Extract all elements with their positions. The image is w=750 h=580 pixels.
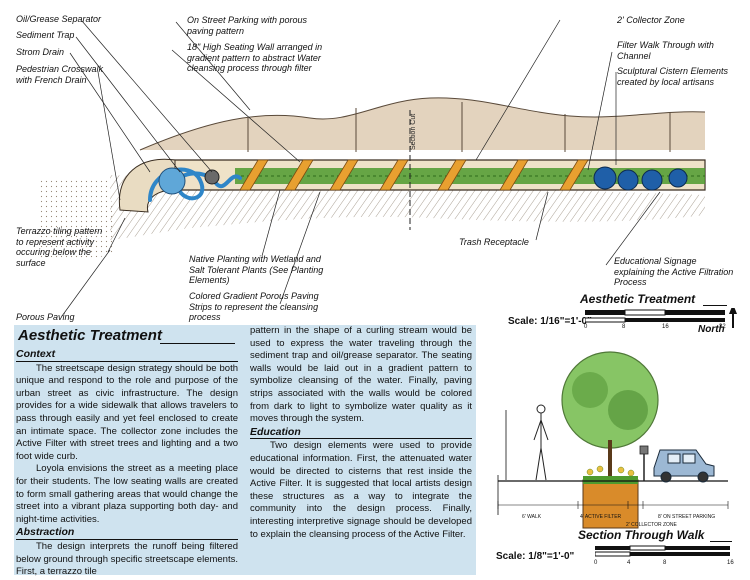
label-collector-zone: 2' Collector Zone: [617, 15, 685, 25]
title-rule: [160, 343, 235, 344]
abstraction-paragraph: The design interprets the runoff being f…: [16, 540, 238, 578]
terrazzo-curve: [118, 158, 176, 213]
label-seating-wall: 18" High Seating Wall arranged in gradie…: [187, 42, 323, 73]
plan-scale-bar: [585, 308, 737, 328]
section-scale-label: Scale: 1/8"=1'-0": [496, 551, 575, 562]
plan-tick-0: 0: [584, 324, 588, 330]
label-porous-paving: Porous Paving: [16, 312, 75, 322]
section-tick-2: 8: [663, 560, 667, 566]
section-title: Section Through Walk: [578, 528, 705, 542]
wetland-plants: [586, 465, 635, 477]
education-paragraph: Two design elements were used to provide…: [250, 440, 472, 540]
seating-walls: [239, 159, 589, 191]
label-sediment-trap: Sediment Trap: [16, 30, 75, 40]
text-column-right: pattern in the shape of a curling stream…: [250, 325, 472, 541]
dim-parking: 8' ON STREET PARKING: [658, 514, 715, 520]
plan-scale-label: Scale: 1/16"=1'-0": [508, 316, 592, 327]
section-tick-1: 4: [627, 560, 631, 566]
column2-paragraph: pattern in the shape of a curling stream…: [250, 325, 472, 425]
section-tick-0: 0: [594, 560, 598, 566]
abstraction-heading: Abstraction: [16, 526, 238, 540]
dim-curb: 2' COLLECTOR ZONE: [626, 522, 678, 528]
section-scale-bar: [595, 545, 730, 557]
text-panel: [14, 325, 476, 575]
label-terrazzo: Terrazzo tiling pattern to represent act…: [16, 226, 103, 268]
active-filter-planter: [582, 479, 639, 529]
site-plan-drawing: Section Cut: [40, 19, 706, 317]
context-paragraph-2: Loyola envisions the street as a meeting…: [16, 463, 238, 525]
education-heading: Education: [250, 426, 472, 440]
label-crosswalk: Pedestrian Crosswalk with French Drain: [16, 64, 104, 85]
street-parking-band: [140, 97, 705, 150]
dim-walk: 6' WALK: [522, 514, 542, 520]
dim-filter: 4' ACTIVE FILTER: [580, 514, 622, 520]
sediment-trap: [158, 167, 186, 195]
section-tick-3: 16: [727, 560, 734, 566]
label-street-parking: On Street Parking with porous paving pat…: [187, 15, 308, 36]
plan-tick-2: 16: [662, 324, 669, 330]
panel-title: Aesthetic Treatment: [18, 327, 162, 344]
label-gradient-strips: Colored Gradient Porous Paving Strips to…: [189, 291, 319, 322]
north-label: North: [698, 324, 725, 335]
porous-paving-area: [110, 175, 705, 240]
text-column-left: Context The streetscape design strategy …: [16, 348, 238, 579]
oil-grease-separator: [204, 169, 220, 185]
section-drawing: 6' WALK 4' ACTIVE FILTER 2' COLLECTOR ZO…: [497, 351, 729, 529]
cisterns: [593, 166, 688, 191]
plan-title-rule: [703, 305, 727, 306]
plan-tick-3: 32: [719, 324, 726, 330]
label-native-planting: Native Planting with Wetland and Salt To…: [189, 254, 324, 285]
context-paragraph-1: The streetscape design strategy should b…: [16, 362, 238, 462]
label-strom-drain: Strom Drain: [16, 47, 65, 57]
context-heading: Context: [16, 348, 238, 362]
label-trash: Trash Receptacle: [459, 237, 529, 247]
plan-tick-1: 8: [622, 324, 626, 330]
section-cut-label: Section Cut: [410, 114, 417, 150]
plan-scale-title: Aesthetic Treatment: [580, 292, 696, 306]
porous-paving-left: [40, 180, 115, 261]
car: [653, 449, 715, 483]
section-title-rule: [710, 541, 732, 542]
pedestrian-figure: [533, 404, 549, 481]
label-signage: Educational Signage explaining the Activ…: [614, 256, 734, 287]
label-cistern: Sculptural Cistern Elements created by l…: [617, 66, 729, 87]
label-oil-grease: Oil/Grease Separator: [16, 14, 102, 24]
label-filter-walk: Filter Walk Through with Channel: [617, 40, 714, 61]
